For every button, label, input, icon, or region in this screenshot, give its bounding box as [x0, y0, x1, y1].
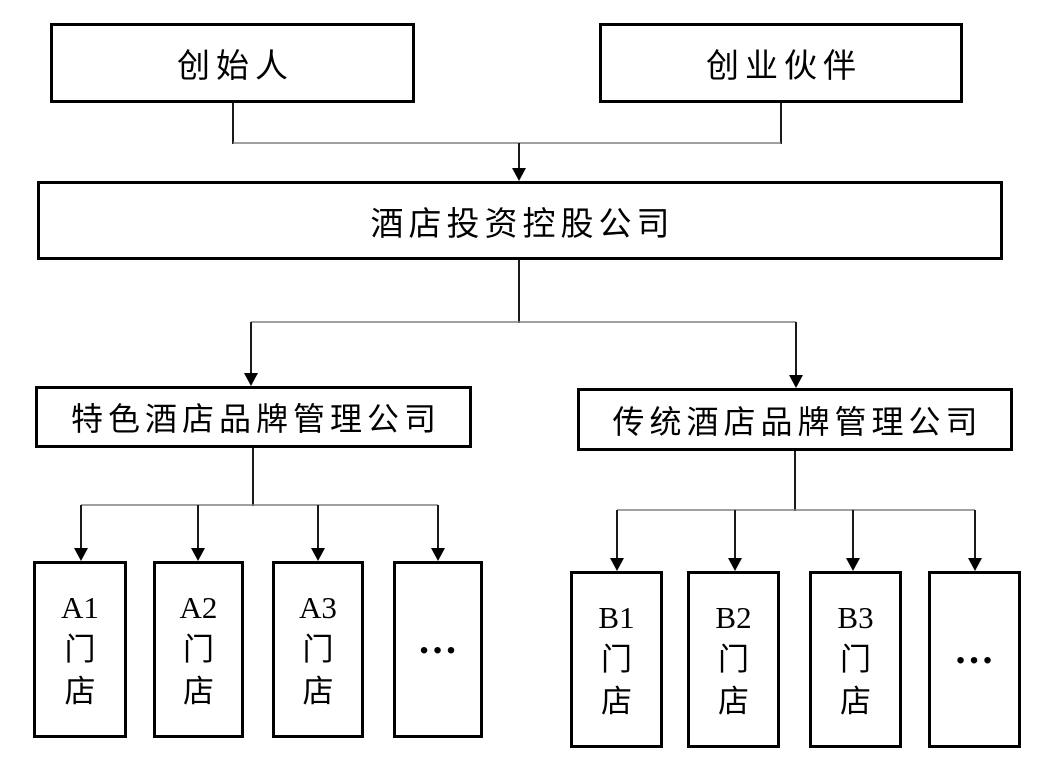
node-brand-b-label: 传统酒店品牌管理公司 [612, 403, 983, 440]
node-store-b3: B3 门 店 [809, 571, 902, 748]
arrow-down-icon [512, 168, 526, 181]
node-founder: 创始人 [50, 23, 415, 103]
arrow-down-icon [431, 548, 445, 561]
node-brand-a-label: 特色酒店品牌管理公司 [70, 401, 441, 437]
node-store-b2: B2 门 店 [687, 571, 780, 748]
arrow-down-icon [74, 548, 88, 561]
store-label-line: B1 [598, 599, 635, 635]
store-label-line: B3 [837, 599, 874, 635]
arrow-down-icon [610, 558, 624, 571]
store-label-line: 门 [840, 641, 871, 677]
node-brand-a: 特色酒店品牌管理公司 [35, 386, 472, 448]
arrow-down-icon [311, 548, 325, 561]
arrow-down-icon [968, 558, 982, 571]
node-partner-label: 创业伙伴 [706, 49, 862, 85]
node-store-a3: A3 门 店 [272, 561, 364, 738]
ellipsis-label: … [954, 626, 995, 672]
arrow-down-icon [789, 375, 803, 388]
store-label-line: 店 [64, 673, 96, 709]
store-label-line: 店 [840, 683, 871, 719]
node-store-a2: A2 门 店 [153, 561, 244, 738]
store-label-line: 店 [601, 683, 632, 719]
store-label-line: A3 [299, 589, 337, 625]
node-store-a1: A1 门 店 [33, 561, 127, 738]
store-label-line: B2 [715, 599, 752, 635]
store-label-line: 店 [183, 673, 214, 709]
node-founder-label: 创始人 [177, 49, 294, 85]
store-label-line: 店 [718, 683, 749, 719]
store-label-line: A1 [61, 589, 99, 625]
store-label-line: 门 [601, 641, 632, 677]
node-store-b1: B1 门 店 [570, 571, 663, 748]
arrow-down-icon [244, 373, 258, 386]
node-store-b-more: … [928, 571, 1021, 748]
node-holding-company: 酒店投资控股公司 [37, 181, 1003, 260]
store-label-line: 店 [302, 673, 334, 709]
arrow-down-icon [191, 548, 205, 561]
node-partner: 创业伙伴 [599, 23, 963, 103]
node-brand-b: 传统酒店品牌管理公司 [577, 388, 1013, 451]
store-label-line: 门 [718, 641, 749, 677]
store-label-line: 门 [183, 631, 214, 667]
store-label-line: A2 [179, 589, 218, 625]
store-label-line: 门 [302, 631, 334, 667]
arrow-down-icon [846, 558, 860, 571]
ellipsis-label: … [417, 616, 459, 662]
node-holding-company-label: 酒店投资控股公司 [370, 206, 675, 243]
node-store-a-more: … [393, 561, 483, 738]
store-label-line: 门 [64, 631, 96, 667]
arrow-down-icon [728, 558, 742, 571]
